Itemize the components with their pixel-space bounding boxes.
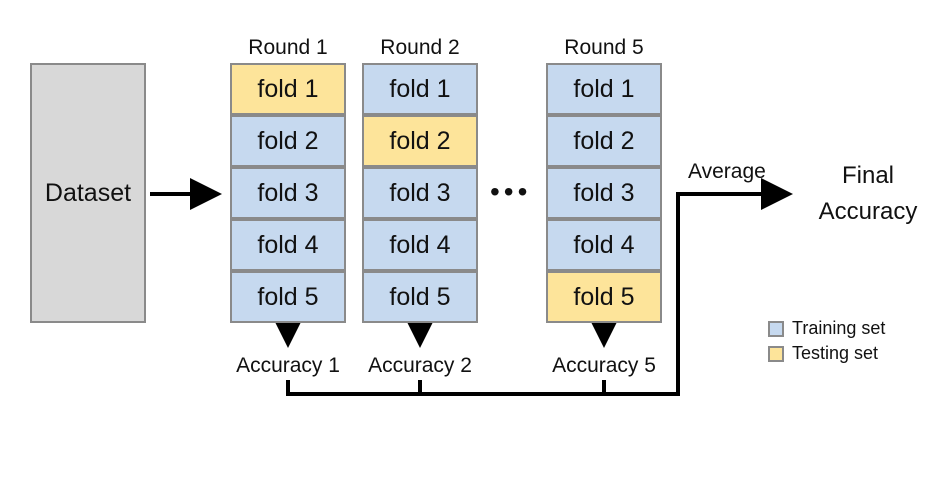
accuracy-1: Accuracy 1: [236, 354, 340, 377]
accuracy-5: Accuracy 5: [552, 354, 656, 377]
dataset-label: Dataset: [44, 178, 132, 207]
round1-fold3: fold 3: [230, 167, 346, 219]
round5-fold2: fold 2: [546, 115, 662, 167]
average-label: Average: [688, 160, 766, 183]
legend: Training set Testing set: [768, 318, 885, 364]
final-label-line2: Accuracy: [818, 198, 918, 225]
ellipsis: •••: [490, 176, 532, 207]
final-label-line1: Final: [841, 162, 895, 189]
round1-fold5: fold 5: [230, 271, 346, 323]
dataset-box: Dataset: [30, 63, 146, 323]
legend-swatch-training: [768, 320, 784, 337]
round5-folds: fold 1 fold 2 fold 3 fold 4 fold 5: [546, 63, 662, 323]
round2-fold1: fold 1: [362, 63, 478, 115]
round5-title: Round 5: [564, 36, 644, 59]
round1-fold2: fold 2: [230, 115, 346, 167]
round5-fold3: fold 3: [546, 167, 662, 219]
round1-fold1: fold 1: [230, 63, 346, 115]
round2-fold5: fold 5: [362, 271, 478, 323]
round1-folds: fold 1 fold 2 fold 3 fold 4 fold 5: [230, 63, 346, 323]
round5-fold1: fold 1: [546, 63, 662, 115]
round2-fold2: fold 2: [362, 115, 478, 167]
legend-item-training: Training set: [768, 318, 885, 339]
accuracy-2: Accuracy 2: [368, 354, 472, 377]
legend-label-testing: Testing set: [792, 343, 879, 363]
round2-title: Round 2: [380, 36, 460, 59]
average-path: [286, 178, 793, 396]
round5-fold5: fold 5: [546, 271, 662, 323]
round2-folds: fold 1 fold 2 fold 3 fold 4 fold 5: [362, 63, 478, 323]
round5-fold4: fold 4: [546, 219, 662, 271]
legend-label-training: Training set: [792, 318, 886, 338]
round1-fold4: fold 4: [230, 219, 346, 271]
final-accuracy-label: Final Accuracy: [798, 158, 938, 230]
round1-title: Round 1: [248, 36, 328, 59]
round2-fold3: fold 3: [362, 167, 478, 219]
round2-fold4: fold 4: [362, 219, 478, 271]
legend-item-testing: Testing set: [768, 343, 885, 364]
legend-swatch-testing: [768, 345, 784, 362]
